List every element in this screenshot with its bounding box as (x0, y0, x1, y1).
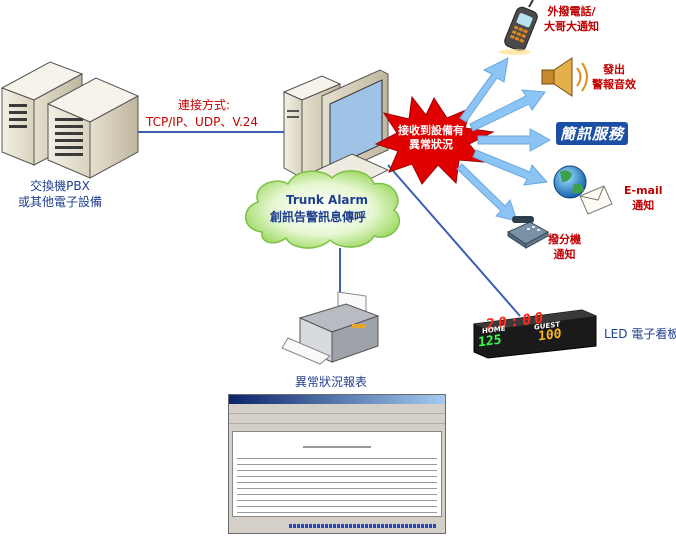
email-globe-icon (553, 165, 613, 215)
report-window-toolbar (229, 404, 445, 414)
led-home-score: 125 (478, 332, 502, 351)
alarm-title: Trunk Alarm (286, 193, 368, 207)
burst-label: 接收到設備有 異常狀況 (398, 124, 464, 151)
report-progress-bar (289, 524, 437, 528)
report-window-thumbnail (228, 394, 446, 534)
report-line (237, 458, 437, 459)
report-line (237, 470, 437, 471)
report-line (237, 482, 437, 483)
alarm-sound-label: 發出 警報音效 (592, 63, 636, 91)
led-board-label: LED 電子看板 (604, 327, 676, 341)
report-line (237, 512, 437, 513)
extension-label: 撥分機 通知 (548, 233, 581, 261)
report-line (237, 500, 437, 501)
sms-service-badge: 簡訊服務 (556, 122, 629, 145)
report-label: 異常狀況報表 (295, 375, 368, 389)
report-line (237, 488, 437, 489)
computer-icon (282, 69, 390, 197)
pbx-server-icon (0, 61, 140, 179)
connection-title: 連接方式: (178, 98, 231, 112)
alarm-subtitle: 創訊告警訊息傳呼 (270, 210, 367, 224)
pbx-label: 交換機PBX 或其他電子設備 (18, 179, 103, 209)
led-link-line (387, 164, 521, 317)
report-document (232, 431, 442, 517)
led-guest-score: 100 (538, 326, 562, 345)
report-window-titlebar (229, 395, 445, 404)
report-line (237, 506, 437, 507)
distribution-arrows (456, 57, 552, 222)
report-heading (303, 446, 371, 448)
email-label: E-mail 通知 (624, 184, 663, 212)
connection-protocols: TCP/IP、UDP、V.24 (146, 115, 259, 129)
report-line (237, 476, 437, 477)
cellphone-icon (499, 0, 538, 55)
outbound-phone-label: 外撥電話/ 大哥大通知 (544, 5, 599, 33)
report-window-toolbar (229, 414, 445, 424)
led-board-icon (473, 309, 597, 359)
desk-phone-icon (506, 216, 550, 249)
report-line (237, 494, 437, 495)
speaker-icon (541, 57, 588, 97)
alarm-cloud-icon (245, 170, 401, 249)
report-line (237, 464, 437, 465)
printer-icon (281, 291, 380, 365)
